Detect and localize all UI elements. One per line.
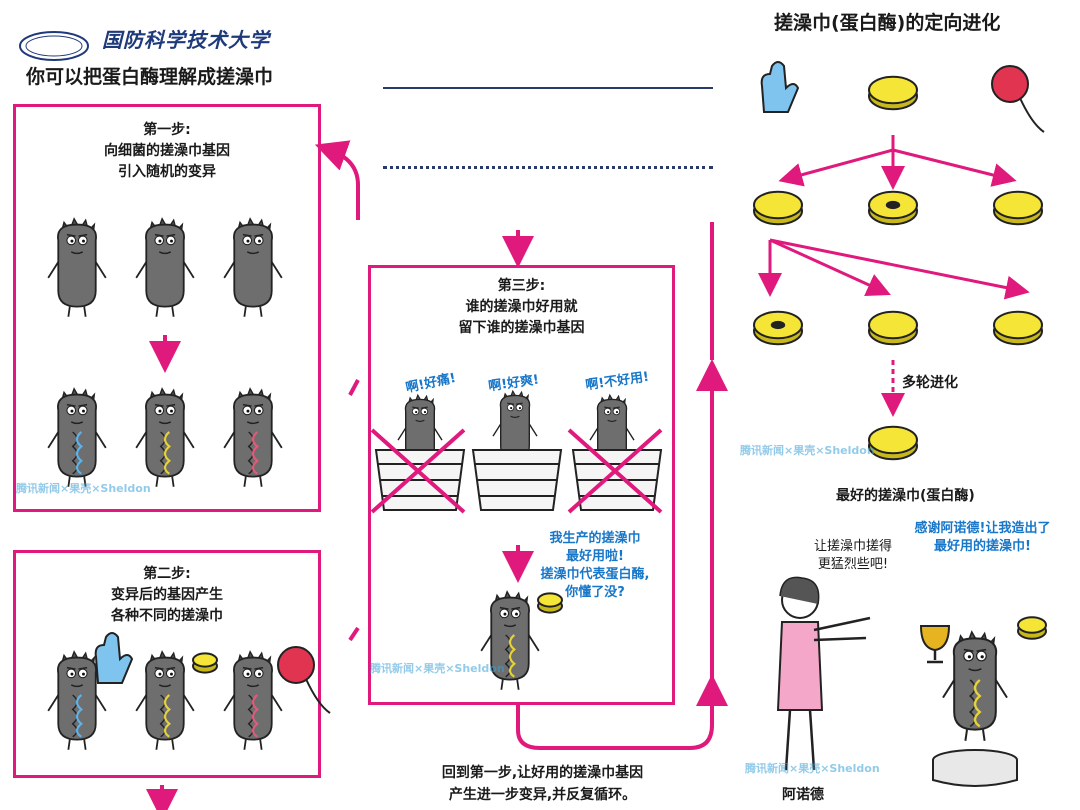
step3-heading: 第三步: (497, 278, 546, 294)
multi-round-label: 多轮进化 (902, 375, 958, 391)
bacterium-icon (223, 650, 283, 750)
dna-icon (247, 431, 260, 475)
header-rule (383, 87, 713, 89)
loop-caption-line: 回到第一步,让好用的搓澡巾基因 (441, 765, 644, 781)
bacterium-icon (135, 387, 195, 487)
arnold-speech: 让搓澡巾搓得 更猛烈些吧! (798, 538, 908, 574)
loop-caption: 回到第一步,让好用的搓澡巾基因 产生进一步变异,并反复循环。 (395, 762, 690, 806)
bacterium-icon (135, 217, 195, 317)
speech-line: 最好用啦! (566, 549, 624, 564)
variant-sponge-icon (868, 310, 918, 346)
winner-speech-line: 最好用的搓澡巾! (934, 539, 1031, 554)
step2-line: 各种不同的搓澡巾 (111, 608, 223, 624)
right-title: 搓澡巾(蛋白酶)的定向进化 (774, 12, 1001, 34)
variant-sponge-icon (868, 190, 918, 226)
arnold-speech-line: 让搓澡巾搓得 (813, 539, 892, 554)
step2-line: 变异后的基因产生 (111, 587, 223, 603)
step3-box (368, 265, 675, 705)
dna-icon (71, 431, 84, 475)
step1-line: 向细菌的搓澡巾基因 (104, 143, 230, 159)
speech-line: 搓澡巾代表蛋白酶, (540, 567, 650, 582)
mitt-icon (760, 61, 800, 113)
loofah-icon (991, 65, 1045, 133)
dna-icon (71, 694, 84, 738)
bacterium-icon (589, 393, 635, 470)
step2-box (13, 550, 321, 778)
cross-mark-icon (370, 428, 466, 514)
variant-sponge-icon (753, 310, 803, 346)
dna-icon (159, 694, 172, 738)
bacterium-icon (942, 630, 1008, 741)
university-seal-icon (19, 31, 89, 61)
winner-speech-line: 感谢阿诺德!让我造出了 (914, 521, 1051, 536)
dna-icon (247, 694, 260, 738)
tub-icon (567, 428, 663, 514)
watermark: 腾讯新闻×果壳×Sheldon (370, 662, 505, 675)
sponge-icon (868, 75, 918, 111)
bacterium-icon (47, 650, 107, 750)
step1-line: 引入随机的变异 (118, 164, 216, 180)
step3-line: 留下谁的搓澡巾基因 (458, 320, 585, 336)
watermark: 腾讯新闻×果壳×Sheldon (740, 444, 875, 457)
step3-speech: 我生产的搓澡巾 最好用啦! 搓澡巾代表蛋白酶, 你懂了没? (530, 530, 660, 602)
cross-mark-icon (567, 428, 663, 514)
bacterium-icon (47, 387, 107, 487)
speech-line: 我生产的搓澡巾 (549, 531, 641, 546)
step3-text: 第三步: 谁的搓澡巾好用就 留下谁的搓澡巾基因 (368, 276, 675, 339)
bacterium-icon (135, 650, 195, 750)
arnold-figure (776, 576, 871, 771)
step1-box (13, 104, 321, 512)
podium-icon (932, 749, 1018, 787)
step2-loofah-icon (277, 646, 331, 714)
step3-line: 谁的搓澡巾好用就 (465, 299, 578, 315)
bacterium-icon (47, 217, 107, 317)
watermark: 腾讯新闻×果壳×Sheldon (16, 482, 151, 495)
arnold-speech-line: 更猛烈些吧! (817, 557, 889, 572)
bacterium-icon (223, 387, 283, 487)
winner-sponge-icon (1017, 616, 1047, 640)
variant-sponge-icon (753, 190, 803, 226)
step1-text: 第一步: 向细菌的搓澡巾基因 引入随机的变异 (13, 120, 321, 183)
university-logo: 国防科学技术大学 (19, 20, 292, 61)
step2-mitt-icon (94, 632, 134, 684)
step2-heading: 第二步: (143, 566, 191, 582)
bacterium-icon (397, 393, 443, 470)
variant-sponge-icon (993, 310, 1043, 346)
step3-sponge-icon (537, 592, 563, 614)
variant-sponge-icon (993, 190, 1043, 226)
dna-icon (504, 634, 517, 678)
best-sponge-label: 最好的搓澡巾(蛋白酶) (836, 488, 975, 504)
best-sponge-icon (868, 425, 918, 461)
step2-sponge-icon (192, 652, 218, 674)
tub-icon (471, 449, 563, 511)
bacterium-icon (223, 217, 283, 317)
tub-icon (370, 428, 466, 514)
bacterium-icon (480, 590, 540, 690)
left-title: 你可以把蛋白酶理解成搓澡巾 (26, 66, 274, 88)
dna-icon (159, 431, 172, 475)
step2-text: 第二步: 变异后的基因产生 各种不同的搓澡巾 (13, 564, 321, 627)
trophy-icon (919, 625, 951, 664)
dna-icon (968, 679, 982, 728)
watermark: 腾讯新闻×果壳×Sheldon (745, 762, 880, 775)
winner-speech: 感谢阿诺德!让我造出了 最好用的搓澡巾! (895, 520, 1070, 556)
speech-line: 你懂了没? (565, 585, 625, 600)
university-name: 国防科学技术大学 (102, 28, 270, 52)
dotted-rule (383, 166, 713, 169)
loop-caption-line: 产生进一步变异,并反复循环。 (448, 787, 637, 803)
arnold-name: 阿诺德 (782, 787, 824, 803)
step1-heading: 第一步: (143, 122, 191, 138)
